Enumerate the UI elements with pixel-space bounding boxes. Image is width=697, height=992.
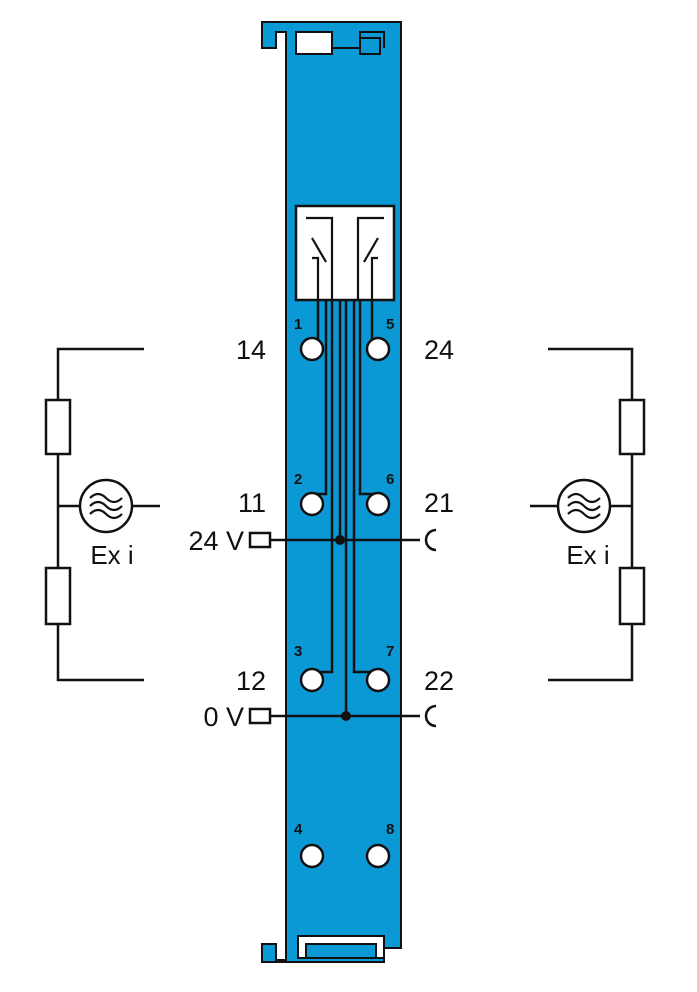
contact-12-label: 12 (236, 666, 266, 696)
contact-24-label: 24 (424, 335, 454, 365)
supply-0v-label: 0 V (203, 702, 244, 732)
contact-11-label: 11 (238, 488, 266, 518)
supply-24v-label: 24 V (188, 526, 244, 556)
terminal-8-label: 8 (386, 821, 394, 838)
terminal-5-label: 5 (386, 316, 394, 333)
contact-14-label: 14 (236, 335, 266, 365)
terminal-7 (365, 667, 391, 693)
relay-contacts-box (294, 204, 396, 302)
terminal-1 (299, 336, 325, 362)
terminal-4-label: 4 (294, 821, 303, 838)
terminal-7-label: 7 (386, 643, 394, 660)
contact-21-label: 21 (424, 488, 454, 518)
terminal-2-label: 2 (294, 471, 302, 488)
left-exi-label: Ex i (90, 540, 133, 570)
left-exi-circuit (44, 347, 160, 682)
terminal-3 (299, 667, 325, 693)
terminal-3-label: 3 (294, 643, 302, 660)
contact-22-label: 22 (424, 666, 454, 696)
supply-line-0v (248, 704, 437, 728)
terminal-5 (365, 336, 391, 362)
supply-line-24v (248, 528, 437, 552)
terminal-4 (299, 843, 325, 869)
terminal-8 (365, 843, 391, 869)
terminal-6 (365, 491, 391, 517)
terminal-points (299, 336, 391, 869)
terminal-2 (299, 491, 325, 517)
right-exi-label: Ex i (566, 540, 609, 570)
terminal-6-label: 6 (386, 471, 394, 488)
right-exi-circuit (530, 347, 646, 682)
terminal-1-label: 1 (294, 316, 302, 333)
